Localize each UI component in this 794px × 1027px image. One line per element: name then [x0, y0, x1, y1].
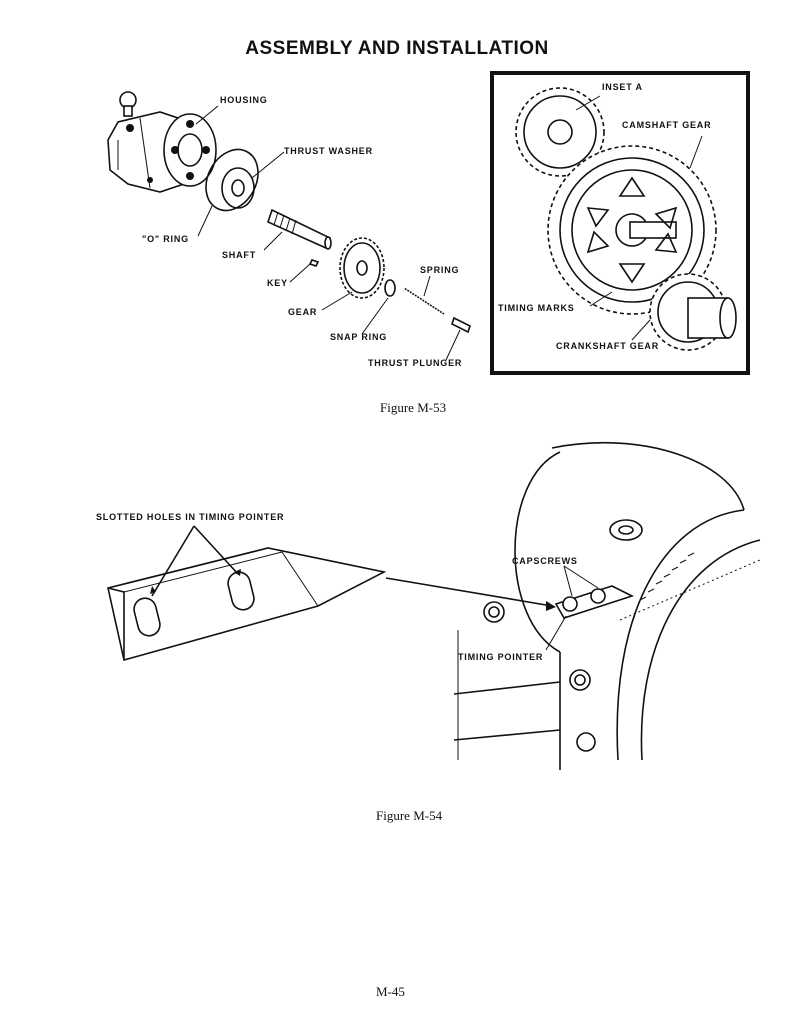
snap-ring-drawing	[384, 279, 396, 297]
page-title: ASSEMBLY AND INSTALLATION	[245, 38, 549, 59]
label-housing: HOUSING	[220, 95, 268, 105]
label-o-ring: "O" RING	[142, 234, 189, 244]
label-slotted-holes: SLOTTED HOLES IN TIMING POINTER	[96, 512, 285, 522]
label-shaft: SHAFT	[222, 250, 256, 260]
label-snap-ring: SNAP RING	[330, 332, 388, 342]
thrust-plunger-drawing	[451, 316, 471, 334]
label-crankshaft-gear: CRANKSHAFT GEAR	[556, 341, 659, 351]
label-timing-pointer: TIMING POINTER	[458, 652, 544, 662]
inset-a-title: INSET A	[602, 82, 643, 92]
label-key: KEY	[267, 278, 288, 288]
timing-pointer-illustration	[107, 441, 761, 770]
engine-flywheel-drawing	[453, 441, 761, 770]
gear-drawing	[339, 237, 385, 299]
shaft-drawing	[267, 208, 332, 250]
label-timing-marks: TIMING MARKS	[498, 303, 575, 313]
exploded-pump-illustration	[107, 71, 750, 375]
figure-m53-caption: Figure M-53	[380, 400, 447, 415]
key-drawing	[308, 259, 320, 267]
label-spring: SPRING	[420, 265, 460, 275]
page-number: M-45	[376, 984, 405, 999]
housing-drawing	[107, 91, 217, 193]
figure-m54-caption: Figure M-54	[376, 808, 443, 823]
label-camshaft-gear: CAMSHAFT GEAR	[622, 120, 712, 130]
thrust-washer-drawing	[221, 167, 255, 209]
timing-pointer-blade	[107, 547, 387, 661]
spring-drawing	[403, 286, 445, 316]
inset-a-gears	[515, 87, 737, 351]
label-gear: GEAR	[288, 307, 318, 317]
label-capscrews: CAPSCREWS	[512, 556, 578, 566]
label-thrust-plunger: THRUST PLUNGER	[368, 358, 463, 368]
label-thrust-washer: THRUST WASHER	[284, 146, 373, 156]
